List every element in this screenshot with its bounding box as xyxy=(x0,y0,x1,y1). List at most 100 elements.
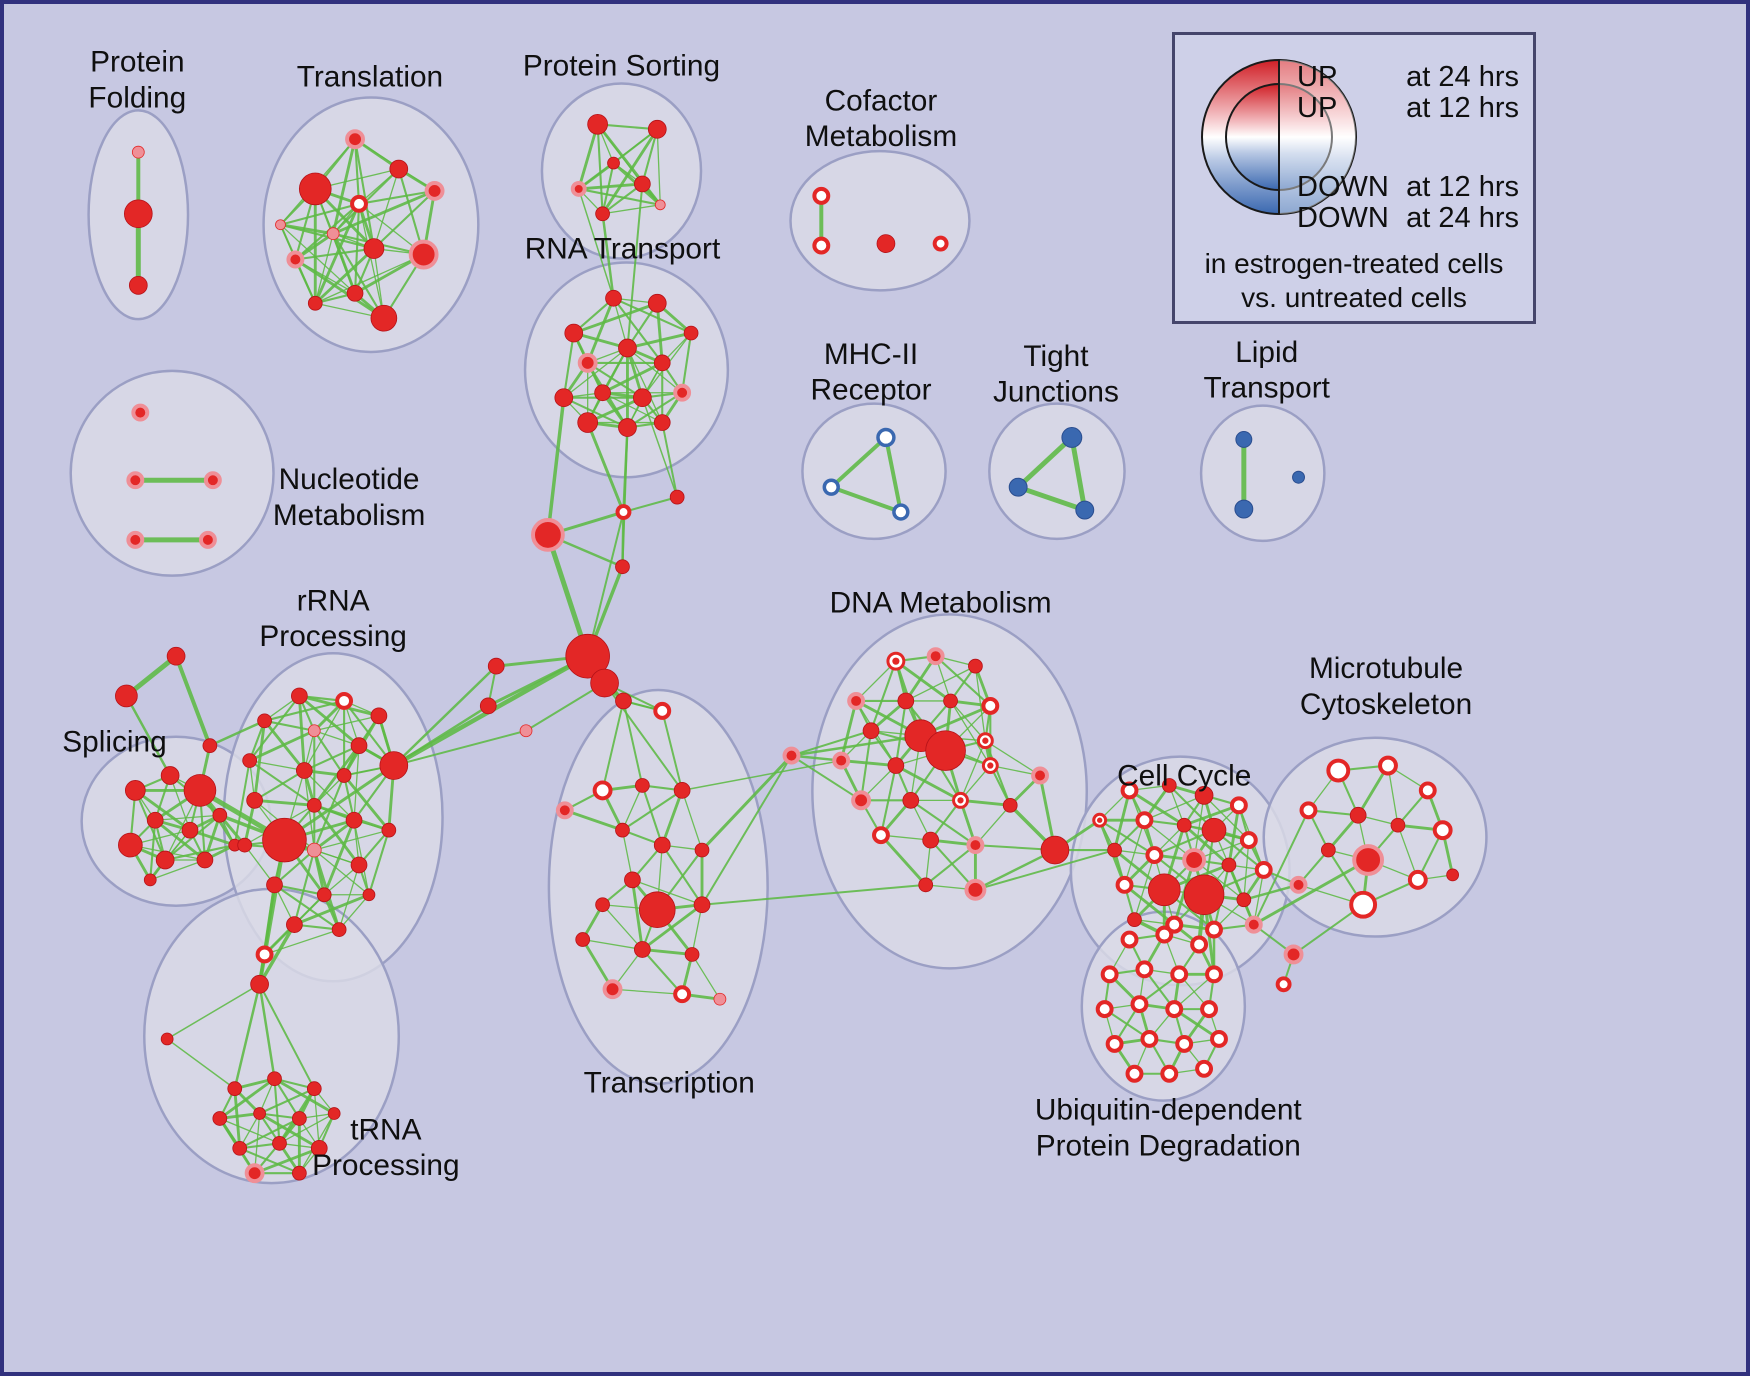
node[interactable] xyxy=(1432,820,1453,841)
node[interactable] xyxy=(160,766,180,785)
node[interactable] xyxy=(1205,965,1223,984)
node[interactable] xyxy=(1326,758,1351,783)
node[interactable] xyxy=(1292,470,1305,484)
node[interactable] xyxy=(713,992,727,1006)
node[interactable] xyxy=(286,250,305,269)
node[interactable] xyxy=(246,791,263,809)
node[interactable] xyxy=(250,974,269,994)
node[interactable] xyxy=(212,807,228,823)
node[interactable] xyxy=(1289,875,1308,894)
node[interactable] xyxy=(202,738,218,754)
node[interactable] xyxy=(286,916,303,933)
node[interactable] xyxy=(350,856,368,874)
node[interactable] xyxy=(1221,857,1237,873)
node[interactable] xyxy=(1234,499,1254,519)
node[interactable] xyxy=(1205,920,1223,939)
node[interactable] xyxy=(1254,860,1273,879)
node[interactable] xyxy=(1175,1034,1194,1053)
node[interactable] xyxy=(350,194,368,213)
node[interactable] xyxy=(1349,890,1378,919)
node[interactable] xyxy=(292,1111,307,1126)
node[interactable] xyxy=(306,842,322,858)
node[interactable] xyxy=(306,797,322,813)
node[interactable] xyxy=(1148,873,1181,907)
node[interactable] xyxy=(126,471,145,490)
node[interactable] xyxy=(926,647,945,666)
node[interactable] xyxy=(876,427,896,448)
node[interactable] xyxy=(519,724,533,738)
node[interactable] xyxy=(683,325,699,341)
node[interactable] xyxy=(345,811,363,829)
node[interactable] xyxy=(1446,868,1459,882)
node[interactable] xyxy=(876,234,896,253)
node[interactable] xyxy=(1283,944,1304,965)
node[interactable] xyxy=(1120,781,1139,800)
node[interactable] xyxy=(918,877,934,893)
node[interactable] xyxy=(131,403,150,422)
node[interactable] xyxy=(966,836,985,855)
node[interactable] xyxy=(295,762,313,779)
node[interactable] xyxy=(602,979,623,1000)
node[interactable] xyxy=(564,323,584,343)
node[interactable] xyxy=(183,774,217,807)
node[interactable] xyxy=(166,646,186,666)
node[interactable] xyxy=(479,697,497,715)
node[interactable] xyxy=(370,707,388,725)
node[interactable] xyxy=(257,713,272,729)
node[interactable] xyxy=(1229,796,1248,815)
node[interactable] xyxy=(531,517,565,552)
node[interactable] xyxy=(115,684,138,708)
node[interactable] xyxy=(822,478,840,496)
node[interactable] xyxy=(389,159,409,179)
node[interactable] xyxy=(232,1140,248,1156)
node[interactable] xyxy=(155,850,175,870)
node[interactable] xyxy=(266,876,283,894)
node[interactable] xyxy=(253,1107,266,1120)
node[interactable] xyxy=(126,530,145,549)
node[interactable] xyxy=(847,691,866,710)
node[interactable] xyxy=(1160,1064,1179,1083)
node[interactable] xyxy=(615,692,632,710)
node[interactable] xyxy=(1235,431,1253,448)
node[interactable] xyxy=(1239,831,1258,850)
node[interactable] xyxy=(292,1165,307,1181)
node[interactable] xyxy=(255,945,274,964)
node[interactable] xyxy=(932,235,949,252)
node[interactable] xyxy=(198,530,217,549)
node[interactable] xyxy=(635,778,650,793)
node[interactable] xyxy=(1194,786,1214,805)
node[interactable] xyxy=(146,811,164,829)
node[interactable] xyxy=(590,668,619,698)
node[interactable] xyxy=(653,836,671,854)
node[interactable] xyxy=(654,199,666,211)
node[interactable] xyxy=(362,888,376,902)
node[interactable] xyxy=(1407,869,1428,890)
node[interactable] xyxy=(1008,477,1028,497)
node[interactable] xyxy=(555,801,574,820)
node[interactable] xyxy=(124,780,146,801)
node[interactable] xyxy=(1170,965,1189,984)
node[interactable] xyxy=(872,826,890,845)
node[interactable] xyxy=(902,791,920,809)
node[interactable] xyxy=(487,657,505,675)
node[interactable] xyxy=(408,239,439,270)
node[interactable] xyxy=(981,696,1000,715)
node[interactable] xyxy=(262,817,307,863)
node[interactable] xyxy=(1349,806,1367,824)
node[interactable] xyxy=(653,414,671,431)
node[interactable] xyxy=(577,352,598,373)
node[interactable] xyxy=(1155,925,1174,944)
node[interactable] xyxy=(577,412,599,433)
node[interactable] xyxy=(653,354,671,372)
node[interactable] xyxy=(307,724,321,738)
node[interactable] xyxy=(1120,930,1139,949)
node[interactable] xyxy=(1201,817,1227,843)
node[interactable] xyxy=(118,832,143,858)
node[interactable] xyxy=(968,658,983,674)
node[interactable] xyxy=(684,947,700,962)
node[interactable] xyxy=(812,186,831,205)
node[interactable] xyxy=(1040,835,1070,865)
node[interactable] xyxy=(1418,781,1437,800)
node[interactable] xyxy=(1378,755,1398,776)
node[interactable] xyxy=(1105,1034,1124,1053)
